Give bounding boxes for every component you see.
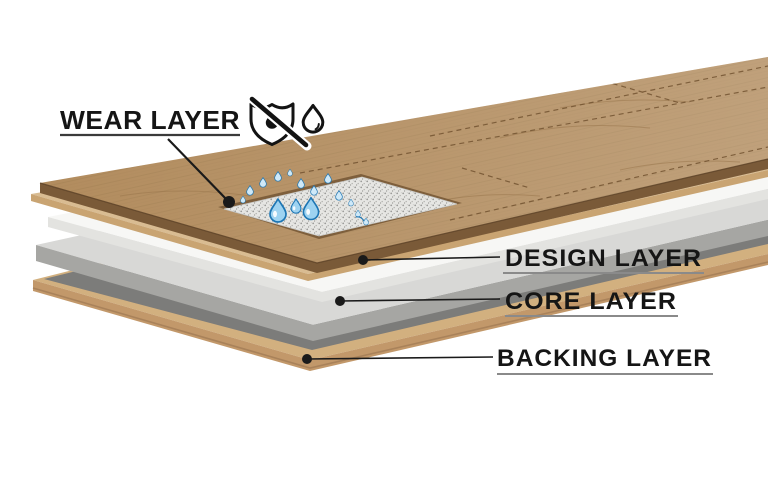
water-drop-icon [301, 104, 325, 134]
design-leader-dot [358, 255, 368, 265]
leader-lines [167, 138, 501, 364]
top-plank-layer [39, 57, 768, 273]
large-water-drop [302, 196, 320, 221]
design-layer-label: DESIGN LAYER [505, 245, 702, 272]
wear-leader-line [167, 138, 229, 202]
large-water-drop [269, 198, 287, 223]
plank-cross-seam-line [603, 80, 681, 104]
small-water-drops [240, 168, 369, 226]
plank-front-face [40, 159, 768, 273]
plank-cross-seam-line [461, 167, 531, 189]
plank-seam-line [429, 65, 768, 137]
medium-water-drop [290, 198, 302, 214]
plank-top-face-sheen [40, 57, 768, 263]
backing-leader-dot [302, 354, 312, 364]
plank-underlayer-front-face [31, 170, 768, 281]
plank-seam-line [449, 146, 768, 221]
core-front-face [36, 220, 768, 341]
plank-seam-line [299, 86, 768, 174]
drop-inner-accent [314, 123, 320, 131]
backing-leader-line [306, 356, 494, 360]
core-leader-dot [335, 296, 345, 306]
design-front-face [48, 189, 768, 302]
plank-front-face-top-line [39, 158, 768, 264]
plank-seams [299, 65, 768, 221]
core-leader-line [339, 298, 501, 302]
layer-labels: WEAR LAYER DESIGN LAYER CORE LAYER BACKI… [60, 105, 713, 375]
backing-layer-label: BACKING LAYER [497, 345, 712, 372]
core-layer-label: CORE LAYER [505, 288, 677, 315]
water-droplets [240, 168, 369, 226]
shield-slash [249, 96, 309, 148]
wear-leader-dot [223, 196, 235, 208]
wear-layer-label: WEAR LAYER [60, 105, 240, 135]
splash-arc [355, 216, 365, 222]
design-leader-line [362, 256, 501, 261]
drop-outline [301, 104, 325, 134]
backing-front-face-stripe [32, 261, 768, 369]
water-resistant-shield-icon [246, 93, 312, 151]
